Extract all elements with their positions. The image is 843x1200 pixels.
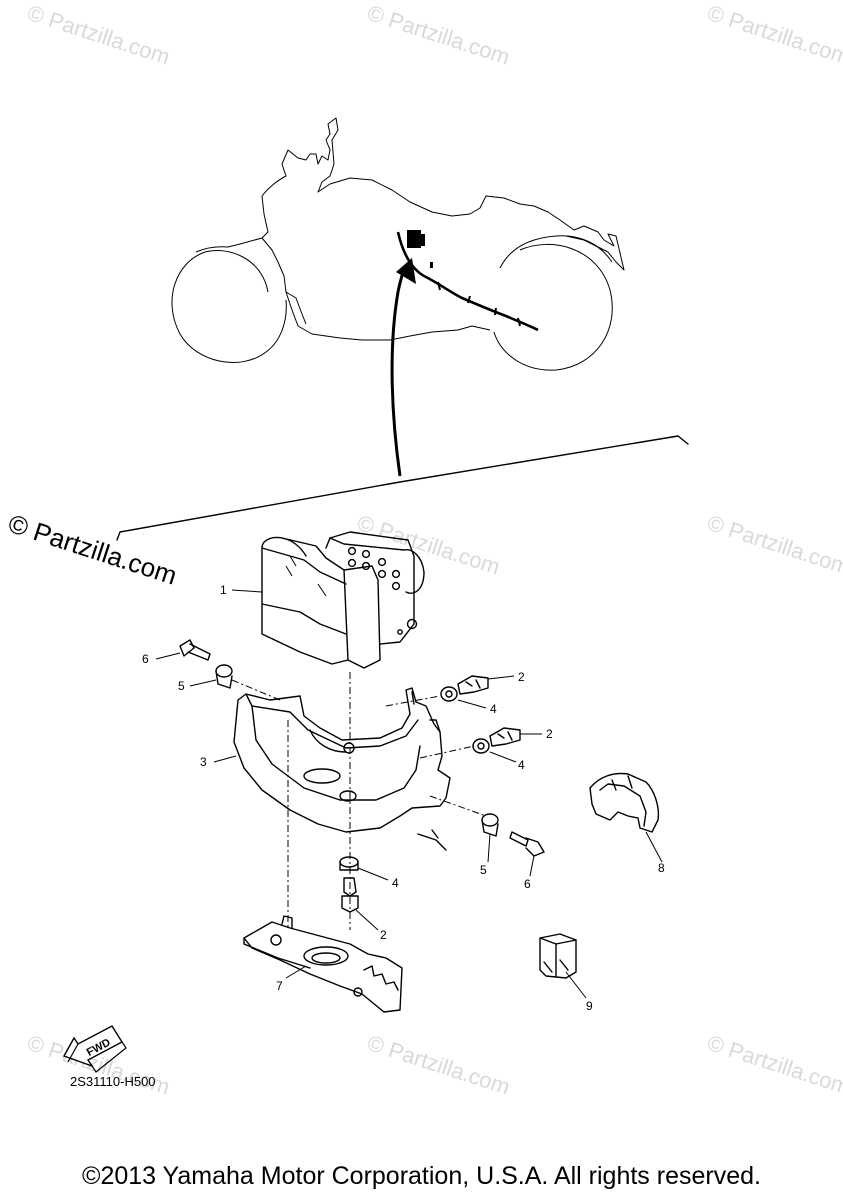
- callout-2: 2: [380, 928, 387, 942]
- callout-4: 4: [490, 702, 497, 716]
- callout-9: 9: [586, 999, 593, 1013]
- abs-mounting-bracket: [233, 687, 451, 851]
- callout-8: 8: [658, 861, 665, 875]
- callout-5: 5: [480, 863, 487, 877]
- leader-lines: [155, 589, 663, 999]
- lower-stay: [243, 915, 403, 1013]
- callout-4: 4: [518, 758, 525, 772]
- diagram-code: 2S31110-H500: [70, 1074, 156, 1089]
- callout-7: 7: [276, 979, 283, 993]
- callout-6: 6: [524, 877, 531, 891]
- bracket-line: [116, 435, 689, 541]
- bolt-washer-upper: [440, 675, 489, 702]
- motorcycle-outline: [171, 117, 625, 477]
- callout-labels: 1 6 5 3 2 4 2 4 5 6 8 4 2 7 9: [142, 583, 665, 1013]
- callout-2: 2: [518, 670, 525, 684]
- callout-5: 5: [178, 679, 185, 693]
- callout-6: 6: [142, 652, 149, 666]
- fwd-arrow: FWD: [62, 1025, 127, 1073]
- bolt-left: [179, 639, 211, 661]
- connector: [539, 933, 577, 979]
- callout-2: 2: [546, 727, 553, 741]
- bolt-right: [509, 831, 545, 857]
- collar-right: [481, 813, 499, 837]
- callout-1: 1: [220, 583, 227, 597]
- collar-left: [215, 664, 233, 689]
- bolt-washer-middle: [472, 727, 521, 754]
- bolt-washer-lower: [339, 856, 359, 913]
- clamp: [589, 772, 660, 833]
- callout-4: 4: [392, 876, 399, 890]
- copyright-notice: ©2013 Yamaha Motor Corporation, U.S.A. A…: [82, 1162, 761, 1190]
- abs-hydraulic-unit: [261, 531, 425, 669]
- callout-3: 3: [200, 755, 207, 769]
- alignment-lines: [231, 672, 487, 930]
